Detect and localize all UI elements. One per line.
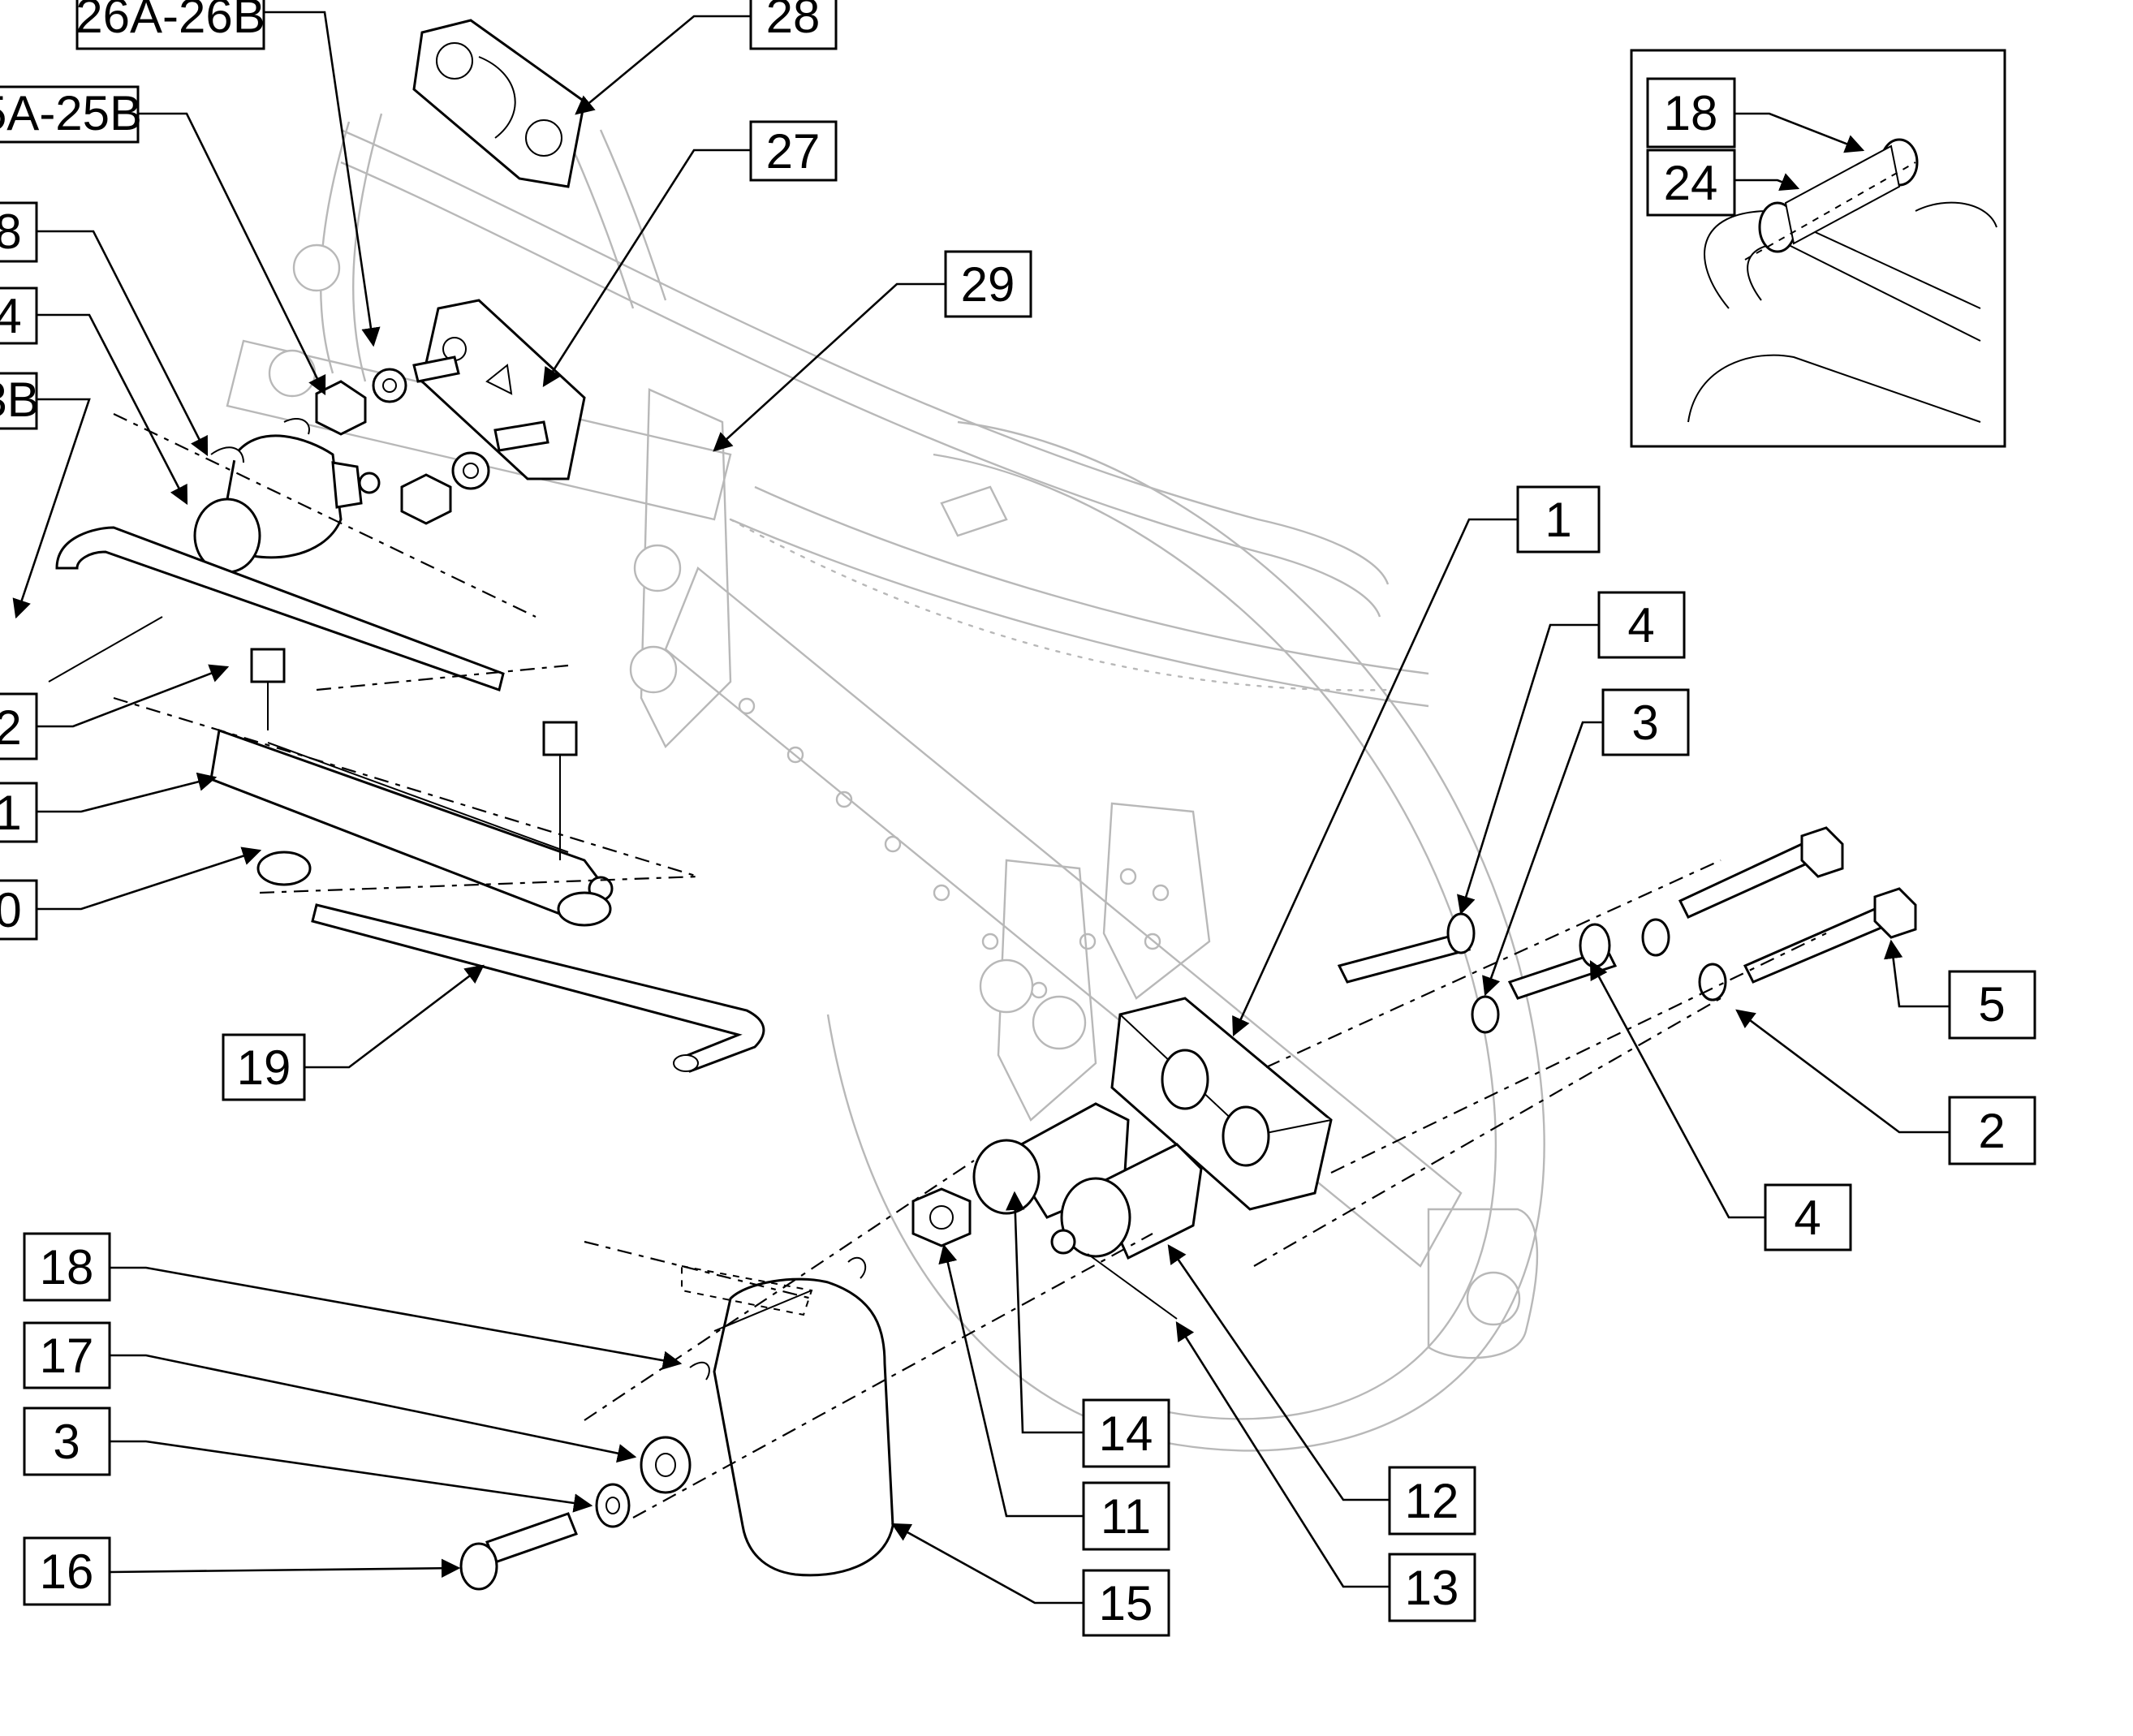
callout-11: 11 <box>1082 1481 1170 1551</box>
svg-text:16: 16 <box>40 1544 94 1599</box>
svg-text:14: 14 <box>1099 1406 1153 1461</box>
callout-15: 15 <box>1082 1569 1170 1637</box>
svg-text:12: 12 <box>1405 1474 1459 1528</box>
callout-26a-26b: 26A-26B <box>75 0 265 50</box>
callout-3-right: 3 <box>1601 688 1690 756</box>
ghost-holes <box>738 697 1170 999</box>
callout-12: 12 <box>1388 1466 1476 1536</box>
svg-text:0: 0 <box>0 883 22 937</box>
callout-24-inset: 24 <box>1646 149 1736 217</box>
svg-text:17: 17 <box>40 1329 94 1383</box>
callout-25a-25b: 5A-25B <box>0 85 142 144</box>
svg-text:24: 24 <box>1664 156 1718 210</box>
callout-28: 28 <box>749 0 838 50</box>
leader-lines <box>12 11 1950 1605</box>
callout-19: 19 <box>222 1033 306 1101</box>
callout-0: 0 <box>0 879 38 941</box>
lower-right-assembly <box>459 826 1917 1591</box>
svg-text:3B: 3B <box>0 373 40 427</box>
svg-text:3: 3 <box>53 1415 80 1469</box>
callout-18-inset: 18 <box>1646 77 1736 149</box>
callout-1-left: 1 <box>0 782 38 843</box>
callout-8: 8 <box>0 201 38 263</box>
callout-5: 5 <box>1948 970 2036 1040</box>
svg-text:26A-26B: 26A-26B <box>75 0 265 43</box>
callout-2-left: 2 <box>0 692 38 760</box>
callout-29: 29 <box>944 250 1032 318</box>
svg-text:19: 19 <box>237 1040 291 1095</box>
svg-text:28: 28 <box>766 0 821 43</box>
callout-3-lower: 3 <box>23 1406 111 1476</box>
callout-1: 1 <box>1516 485 1601 554</box>
callout-16: 16 <box>23 1536 111 1606</box>
ghost-frame <box>226 113 1545 1452</box>
svg-text:5A-25B: 5A-25B <box>0 86 142 140</box>
inset-detail <box>1630 49 2006 448</box>
svg-text:2: 2 <box>1978 1104 2005 1158</box>
svg-text:4: 4 <box>0 289 22 343</box>
upper-left-assembly <box>48 19 765 1073</box>
callout-27: 27 <box>749 120 838 182</box>
svg-text:3: 3 <box>1631 696 1658 750</box>
svg-text:18: 18 <box>40 1240 94 1294</box>
svg-text:2: 2 <box>0 700 22 755</box>
callout-3b: 3B <box>0 372 40 430</box>
svg-text:13: 13 <box>1405 1561 1459 1615</box>
callout-2-right: 2 <box>1948 1096 2036 1165</box>
callout-14: 14 <box>1082 1398 1170 1468</box>
callout-18-lower: 18 <box>23 1232 111 1302</box>
svg-text:5: 5 <box>1978 977 2005 1032</box>
svg-text:15: 15 <box>1099 1576 1153 1630</box>
svg-text:27: 27 <box>766 124 821 179</box>
svg-text:18: 18 <box>1664 86 1718 140</box>
svg-text:29: 29 <box>961 257 1015 312</box>
callout-4-right-lower: 4 <box>1764 1183 1852 1251</box>
callout-4-right-upper: 4 <box>1597 591 1686 659</box>
callout-17: 17 <box>23 1321 111 1389</box>
svg-text:1: 1 <box>0 786 22 840</box>
svg-text:11: 11 <box>1101 1489 1151 1544</box>
svg-text:4: 4 <box>1627 598 1654 653</box>
callout-4-upper: 4 <box>0 286 38 345</box>
svg-text:1: 1 <box>1545 493 1571 547</box>
svg-text:8: 8 <box>0 205 22 259</box>
svg-text:4: 4 <box>1794 1191 1821 1245</box>
callout-13: 13 <box>1388 1553 1476 1622</box>
